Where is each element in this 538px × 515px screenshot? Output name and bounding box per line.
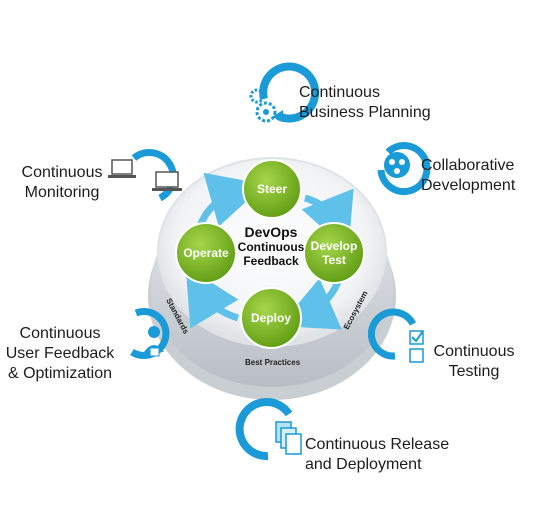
label-business-planning-line2: Business Planning bbox=[299, 104, 431, 121]
documents-icon bbox=[235, 398, 302, 461]
arrow-develop-to-deploy bbox=[279, 278, 342, 330]
node-label-deploy: Deploy bbox=[250, 311, 291, 325]
node-label-test: Test bbox=[322, 253, 346, 267]
center-line-devops: DevOps bbox=[244, 224, 298, 240]
label-user-feedback-line2: User Feedback bbox=[5, 345, 115, 362]
label-business-planning-line1: Continuous bbox=[299, 84, 380, 101]
center-title: DevOps Continuous Feedback bbox=[236, 224, 306, 268]
label-user-feedback-line3: & Optimization bbox=[7, 365, 113, 382]
label-monitoring-line2: Monitoring bbox=[24, 184, 100, 201]
center-line-continuous: Continuous bbox=[237, 240, 305, 254]
label-user-feedback: Continuous User Feedback & Optimization bbox=[2, 324, 118, 384]
node-label-develop: Develop bbox=[310, 239, 358, 253]
checklist-icon bbox=[368, 308, 424, 363]
label-release-deployment: Continuous Release and Deployment bbox=[305, 435, 449, 475]
node-deploy bbox=[240, 287, 302, 349]
gears-icon bbox=[249, 62, 320, 123]
label-user-feedback-line1: Continuous bbox=[19, 325, 101, 342]
node-label-develop-test: Develop Test bbox=[306, 239, 362, 267]
cycle-arrows bbox=[185, 172, 354, 330]
person-icon bbox=[130, 308, 170, 359]
label-continuous-testing-line1: Continuous bbox=[433, 343, 515, 360]
node-label-steer: Steer bbox=[256, 182, 288, 196]
label-collaborative-development: Collaborative Development bbox=[421, 156, 515, 196]
label-release-deployment-line1: Continuous Release bbox=[305, 436, 450, 453]
label-business-planning: Continuous Business Planning bbox=[299, 83, 431, 123]
label-release-deployment-line2: and Deployment bbox=[305, 456, 422, 473]
label-continuous-testing-line2: Testing bbox=[448, 363, 500, 380]
label-monitoring-line1: Continuous bbox=[21, 164, 103, 181]
node-label-operate: Operate bbox=[183, 246, 229, 260]
node-develop-test bbox=[303, 222, 365, 284]
label-monitoring: Continuous Monitoring bbox=[16, 163, 108, 203]
label-continuous-testing: Continuous Testing bbox=[432, 342, 516, 382]
center-line-feedback: Feedback bbox=[243, 254, 299, 268]
arrow-deploy-to-operate bbox=[185, 265, 240, 329]
node-steer bbox=[242, 159, 302, 219]
rim-label-best-practices: Best Practices bbox=[245, 358, 301, 367]
node-operate bbox=[175, 222, 237, 284]
people-icon bbox=[377, 142, 431, 196]
arrow-steer-to-develop bbox=[301, 188, 354, 251]
arrow-operate-to-steer bbox=[196, 172, 265, 228]
computers-icon bbox=[108, 149, 182, 202]
label-collaborative-development-line2: Development bbox=[421, 177, 516, 194]
label-collaborative-development-line1: Collaborative bbox=[421, 157, 515, 174]
